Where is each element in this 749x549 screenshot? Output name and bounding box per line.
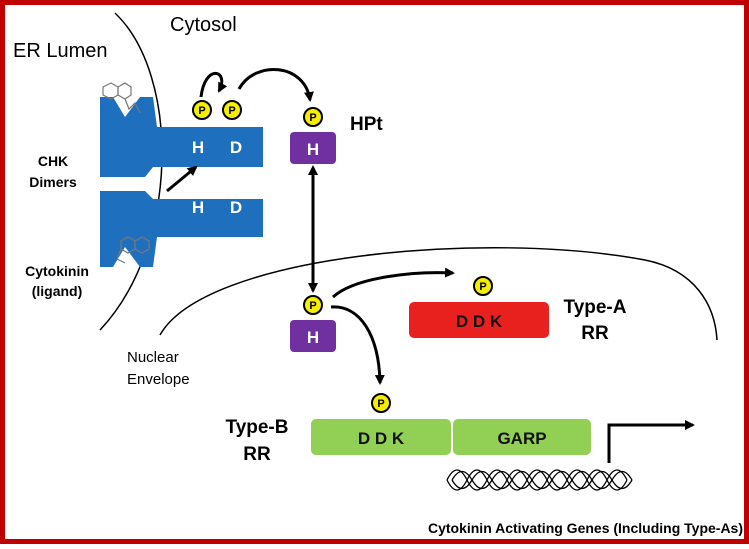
- svg-text:P: P: [309, 300, 316, 312]
- phosphate-chk-h: P: [192, 100, 212, 120]
- chk-receptor-top: [100, 97, 263, 177]
- arrow-hpt-to-type-b: [330, 305, 385, 385]
- hpt-box-nucleus: [290, 320, 336, 352]
- type-a-rr-label-line2: RR: [581, 323, 609, 344]
- chk-top-h-residue: H: [192, 138, 204, 157]
- nuclear-envelope-label-line1: Nuclear: [127, 349, 179, 366]
- arrow-hpt-to-type-a: [331, 267, 455, 299]
- cytosol-label: Cytosol: [170, 14, 237, 36]
- phosphate-type-b: P: [371, 393, 391, 413]
- type-a-rr-box: [409, 302, 549, 338]
- chk-receptor-bottom: [100, 191, 263, 267]
- phosphate-hpt-nucleus: P: [303, 295, 323, 315]
- cytokinin-label-line1: Cytokinin: [25, 263, 89, 279]
- cytokinin-signaling-diagram: H D H D P P H P H P D D K P D D K GARP P: [13, 12, 743, 536]
- arrow-dimer-transphosphorylation: [166, 165, 198, 193]
- chk-dimers-label-line1: CHK: [38, 153, 68, 169]
- hpt-nucleus-h-residue: H: [307, 328, 319, 347]
- arrow-h-to-d: [199, 71, 228, 98]
- type-b-garp-box: [453, 419, 591, 455]
- transcription-arrow: [607, 420, 695, 463]
- arrow-d-to-hpt: [237, 67, 314, 102]
- cytokinin-ligand-icon-top: [102, 82, 141, 114]
- type-a-rr-label-line1: Type-A: [564, 297, 627, 318]
- svg-text:P: P: [198, 105, 205, 117]
- hpt-cytosol-h-residue: H: [307, 140, 319, 159]
- type-b-ddk-label: D D K: [358, 429, 405, 448]
- svg-text:P: P: [228, 105, 235, 117]
- nuclear-envelope-line: [159, 247, 718, 341]
- chk-top-d-residue: D: [230, 138, 242, 157]
- cytokinin-label-line2: (ligand): [32, 283, 83, 299]
- er-lumen-label: ER Lumen: [13, 40, 108, 62]
- chk-dimers-label-line2: Dimers: [29, 174, 77, 190]
- phosphate-hpt-cytosol: P: [303, 107, 323, 127]
- type-b-rr-label-line2: RR: [243, 444, 271, 465]
- phosphate-chk-d: P: [222, 100, 242, 120]
- type-b-garp-label: GARP: [497, 429, 546, 448]
- svg-text:P: P: [309, 112, 316, 124]
- chk-bottom-d-residue: D: [230, 198, 242, 217]
- svg-text:P: P: [377, 398, 384, 410]
- cytokinin-ligand-icon-bottom: [116, 236, 150, 264]
- nuclear-envelope-label-line2: Envelope: [127, 371, 190, 388]
- hpt-label: HPt: [350, 114, 383, 135]
- chk-bottom-h-residue: H: [192, 198, 204, 217]
- type-b-ddk-box: [311, 419, 451, 455]
- hpt-box-cytosol: [290, 132, 336, 164]
- type-b-rr-label-line1: Type-B: [226, 417, 289, 438]
- dna-helix: [446, 469, 633, 491]
- phosphate-type-a: P: [473, 276, 493, 296]
- svg-text:P: P: [479, 281, 486, 293]
- cytokinin-activating-genes-label: Cytokinin Activating Genes (Including Ty…: [428, 520, 743, 536]
- type-a-ddk-label: D D K: [456, 312, 503, 331]
